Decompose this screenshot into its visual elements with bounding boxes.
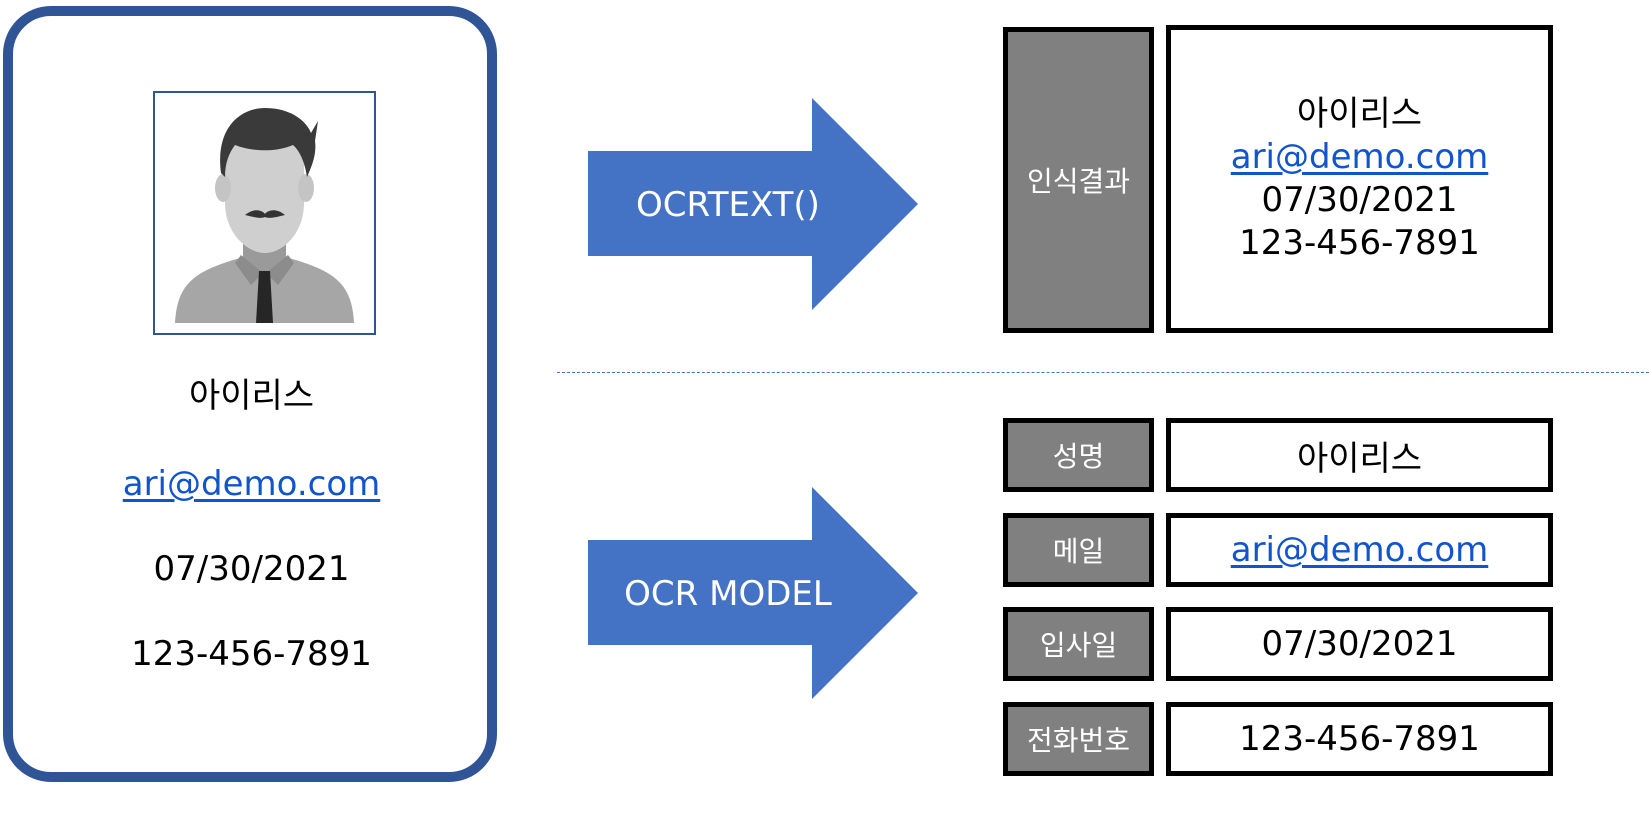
ocr-text-label-box: 인식결과 [1003, 27, 1154, 333]
field-label-email: 메일 [1052, 535, 1105, 568]
arrow-ocrtext-label: OCRTEXT() [636, 185, 820, 225]
field-label-phone: 전화번호 [1026, 724, 1131, 757]
ocr-text-line-name: 아이리스 [1296, 94, 1423, 134]
field-value-name: 아이리스 [1296, 438, 1423, 479]
ocr-text-line-email[interactable]: ari@demo.com [1231, 136, 1489, 179]
card-email-link[interactable]: ari@demo.com [122, 464, 381, 504]
person-avatar-icon [153, 91, 376, 335]
arrow-ocrmodel-shape [588, 487, 918, 699]
field-label-name: 성명 [1052, 440, 1105, 473]
field-label-box-name: 성명 [1003, 418, 1154, 492]
ocr-text-line-phone: 123-456-7891 [1239, 223, 1480, 263]
ocr-text-email-link[interactable]: ari@demo.com [1230, 137, 1489, 177]
ocr-text-label: 인식결과 [1026, 165, 1131, 198]
card-name: 아이리스 [188, 376, 315, 416]
arrow-ocrmodel-label: OCR MODEL [624, 574, 832, 614]
field-value-phone: 123-456-7891 [1239, 719, 1480, 759]
field-value-box-email: ari@demo.com [1166, 513, 1553, 587]
field-value-box-hire-date: 07/30/2021 [1166, 607, 1553, 681]
card-date: 07/30/2021 [153, 549, 350, 589]
field-value-box-name: 아이리스 [1166, 418, 1553, 492]
field-value-email[interactable]: ari@demo.com [1230, 530, 1489, 570]
field-label-box-phone: 전화번호 [1003, 702, 1154, 776]
field-value-hire-date: 07/30/2021 [1261, 624, 1458, 664]
ocr-text-lines: 아이리스 ari@demo.com 07/30/2021 123-456-789… [1231, 93, 1489, 265]
id-card [3, 6, 497, 782]
card-phone: 123-456-7891 [131, 634, 372, 674]
section-divider [557, 372, 1649, 373]
ocr-text-line-date: 07/30/2021 [1261, 180, 1458, 220]
card-email[interactable]: ari@demo.com [3, 464, 500, 504]
field-label-box-email: 메일 [1003, 513, 1154, 587]
arrow-ocrtext-shape [588, 98, 918, 310]
field-label-hire-date: 입사일 [1039, 629, 1118, 662]
field-value-box-phone: 123-456-7891 [1166, 702, 1553, 776]
field-label-box-hire-date: 입사일 [1003, 607, 1154, 681]
ocr-text-result-box: 아이리스 ari@demo.com 07/30/2021 123-456-789… [1166, 25, 1553, 333]
